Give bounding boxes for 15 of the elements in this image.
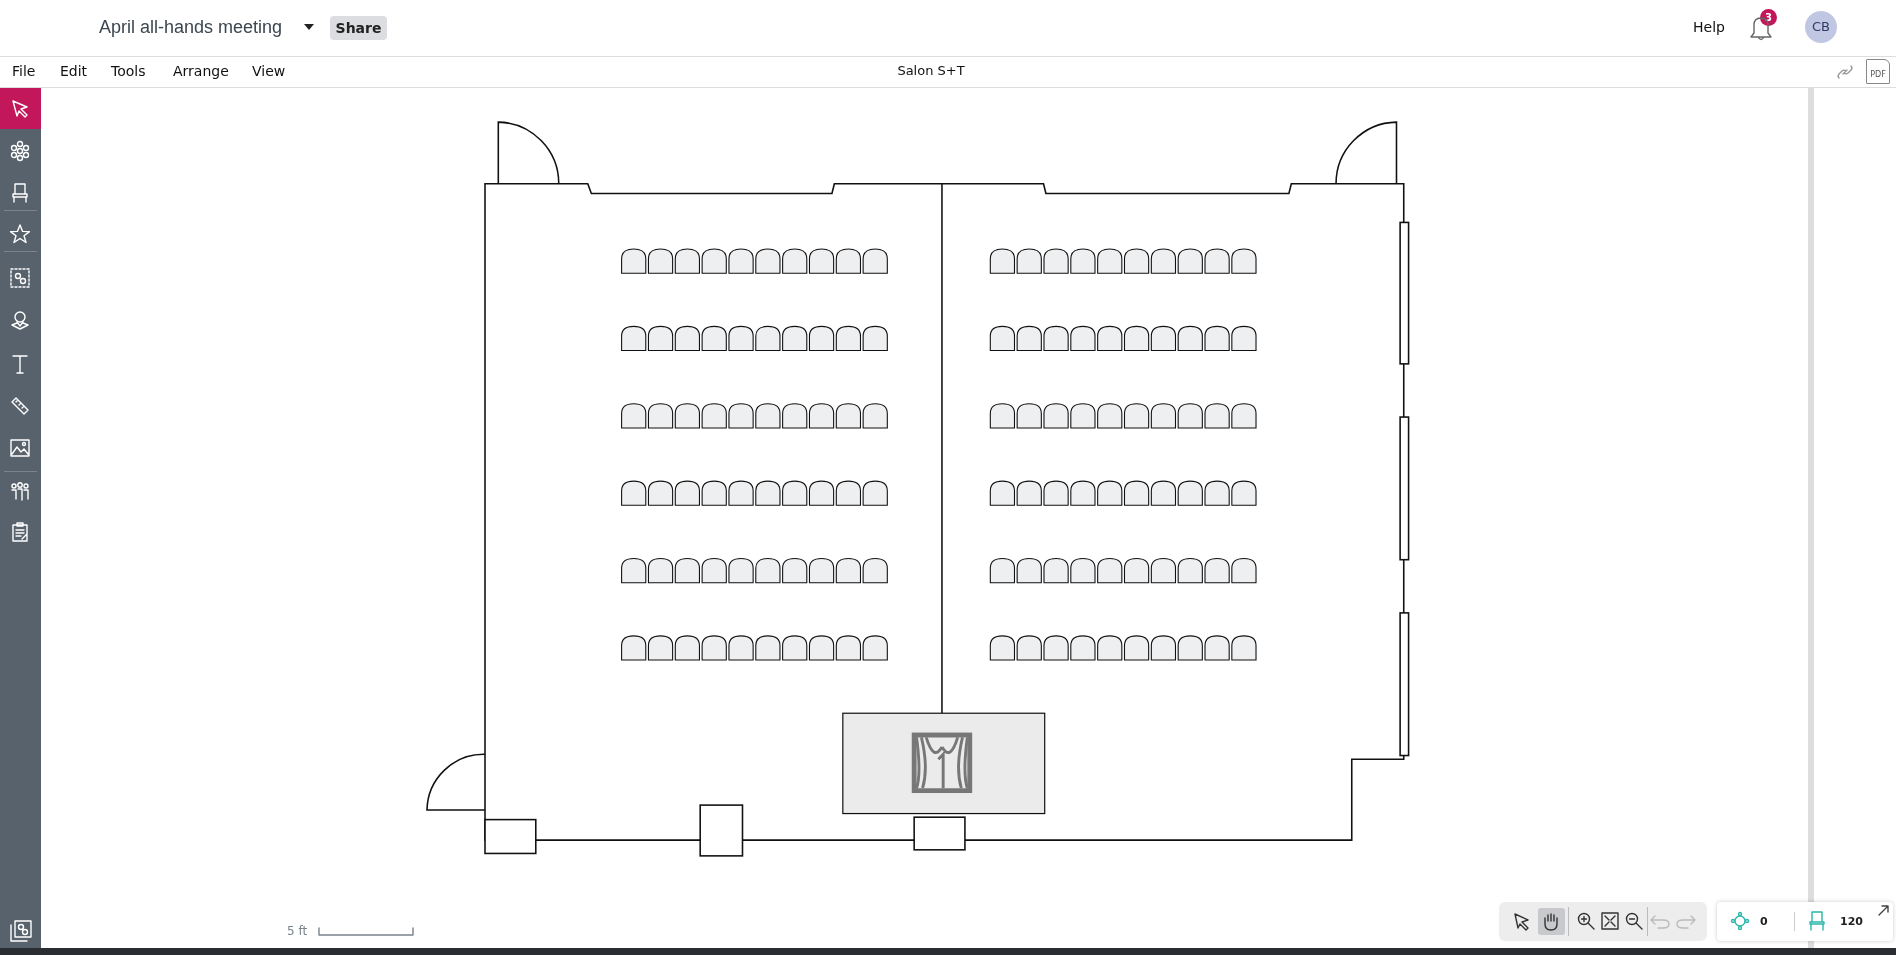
file-menu: File (12, 64, 36, 78)
view-menu: View (252, 64, 286, 78)
room-name: Salon S+T (897, 64, 965, 77)
help-link: Help (1693, 20, 1725, 34)
edit-menu: Edit (60, 64, 88, 78)
notification-badge: 3 (1760, 9, 1777, 26)
document-title: April all-hands meeting (99, 18, 283, 36)
user-avatar: CB (1805, 11, 1837, 43)
arrange-menu: Arrange (173, 64, 229, 78)
share-button: Share (330, 16, 387, 40)
tools-menu: Tools (111, 64, 146, 78)
pdf-icon: PDF (1866, 59, 1890, 84)
scale-label: 5 ft (287, 925, 308, 937)
table-count: 0 (1760, 916, 1768, 927)
chair-count: 120 (1840, 916, 1863, 927)
